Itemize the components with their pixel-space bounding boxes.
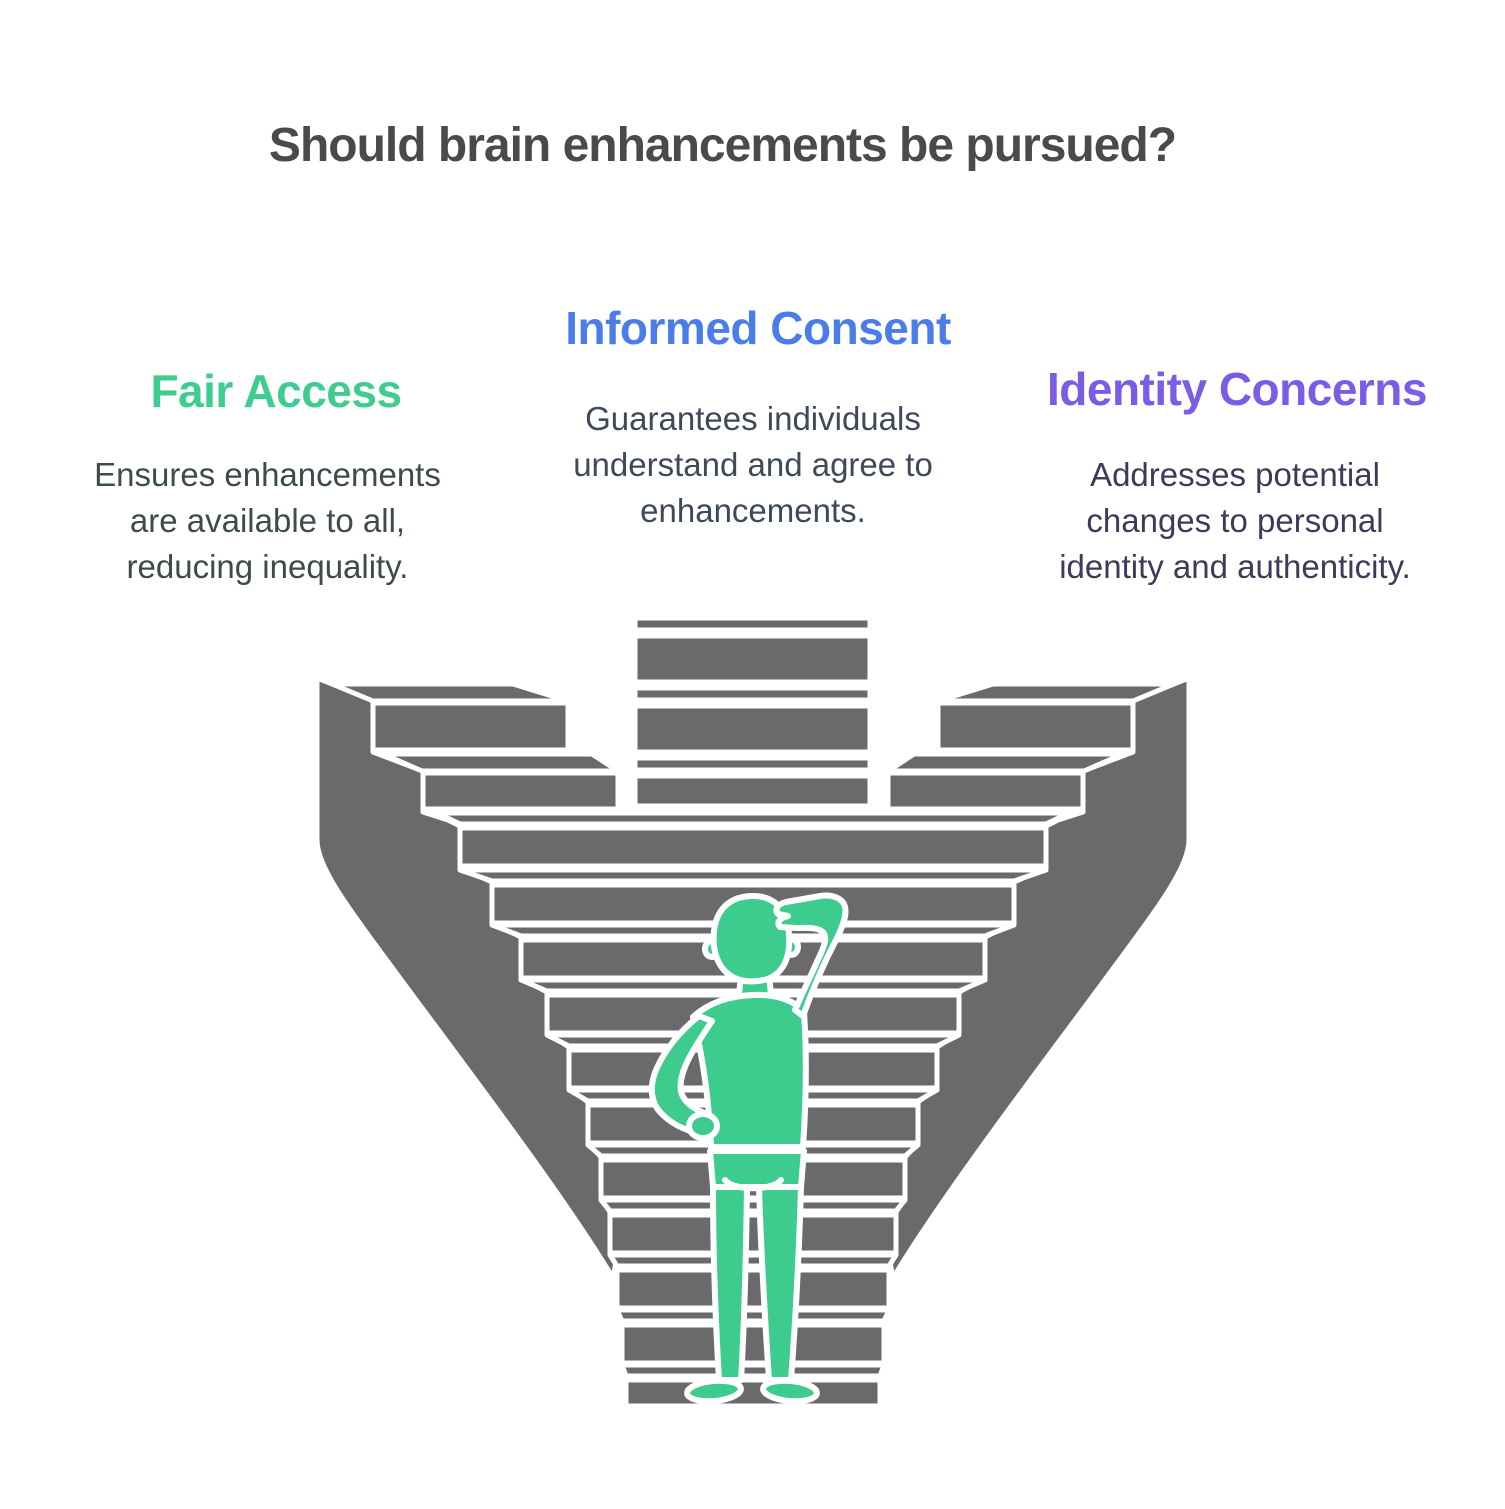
person-head xyxy=(710,892,793,985)
center-tower-step xyxy=(632,615,873,633)
body-informed-consent: Guarantees individuals understand and ag… xyxy=(523,396,983,534)
stair-tread xyxy=(607,1252,899,1269)
left-branch-step-top xyxy=(329,681,571,704)
left-branch-step2-front xyxy=(420,770,621,812)
left-branch-step-front xyxy=(370,700,571,753)
stair-tread xyxy=(457,867,1049,884)
stair-step xyxy=(623,1377,883,1409)
stair-tread xyxy=(619,1362,887,1379)
person-foot-right xyxy=(760,1377,820,1405)
body-line: enhancements. xyxy=(640,492,866,529)
stair-tread xyxy=(434,810,1072,827)
body-line: Addresses potential xyxy=(1090,456,1380,493)
body-line: understand and agree to xyxy=(573,446,933,483)
body-line: changes to personal xyxy=(1086,502,1384,539)
person-hip-line xyxy=(722,1177,784,1192)
person-leg-left xyxy=(710,1184,750,1383)
person-leg-right xyxy=(756,1184,804,1383)
body-line: are available to all, xyxy=(129,502,406,539)
right-branch-step2-top xyxy=(885,751,1126,774)
person-figure xyxy=(648,892,849,1405)
right-branch-step2-front xyxy=(885,770,1086,812)
stair-step xyxy=(614,1267,892,1311)
center-tower-step xyxy=(632,633,873,685)
stair-step xyxy=(607,1212,899,1256)
page-title: Should brain enhancements be pursued? xyxy=(268,119,1177,172)
stair-tread xyxy=(598,1197,908,1214)
body-identity-concerns: Addresses potential changes to personal … xyxy=(1005,452,1465,590)
heading-informed-consent: Informed Consent xyxy=(565,302,951,354)
stair-step xyxy=(619,1322,887,1366)
person-foot-left xyxy=(684,1377,744,1405)
center-tower-step xyxy=(632,685,873,703)
body-fair-access: Ensures enhancements are available to al… xyxy=(40,452,495,590)
body-line: reducing inequality. xyxy=(126,548,409,585)
right-branch-step-front xyxy=(935,700,1136,753)
stair-tread xyxy=(614,1307,892,1324)
center-tower-step xyxy=(632,773,873,809)
center-tower-step xyxy=(632,703,873,755)
person-fist xyxy=(686,1111,720,1141)
stair-step xyxy=(457,825,1049,869)
heading-fair-access: Fair Access xyxy=(150,365,402,417)
body-line: Guarantees individuals xyxy=(585,400,921,437)
person-arm-raised xyxy=(773,892,849,1019)
body-line: Ensures enhancements xyxy=(94,456,441,493)
heading-identity-concerns: Identity Concerns xyxy=(1046,363,1428,415)
right-branch-step-top xyxy=(935,681,1177,704)
person-torso xyxy=(690,991,809,1150)
left-branch-step2-top xyxy=(380,751,621,774)
body-line: identity and authenticity. xyxy=(1059,548,1411,585)
center-tower-step xyxy=(632,755,873,773)
